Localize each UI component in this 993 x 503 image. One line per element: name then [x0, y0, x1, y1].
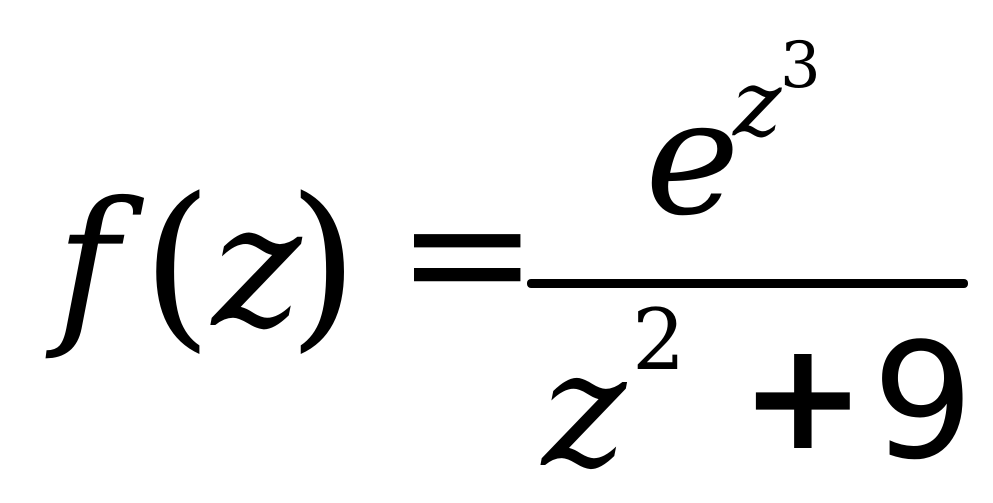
fraction-bar — [527, 279, 968, 288]
close-paren: ) — [288, 160, 359, 369]
plus-sign: + — [740, 310, 866, 484]
denominator-base: z — [542, 316, 627, 503]
numerator-base: e — [645, 64, 740, 251]
function-name: f — [56, 166, 119, 364]
denominator-power: 2 — [632, 291, 686, 389]
numerator-exponent-power: 3 — [780, 29, 821, 103]
open-paren: ( — [142, 160, 213, 369]
denominator-constant: 9 — [872, 308, 974, 495]
numerator-exponent-base: z — [733, 50, 782, 157]
equals-sign: = — [396, 154, 539, 352]
function-variable: z — [212, 168, 302, 366]
